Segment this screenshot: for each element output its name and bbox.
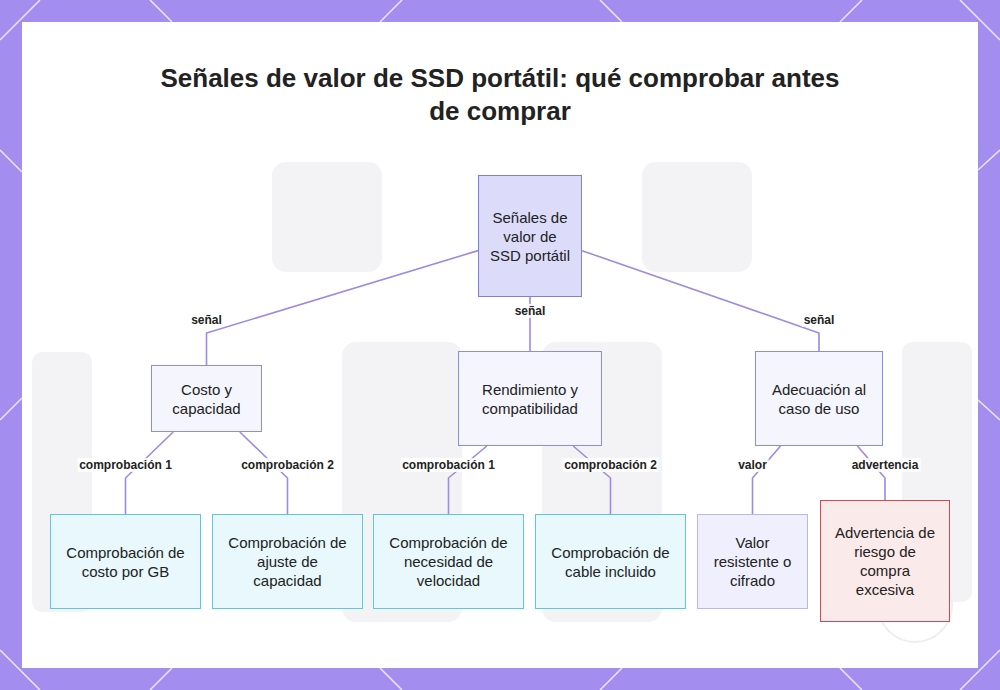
root-box: Señales de valor de SSD portátil: [478, 175, 582, 297]
edge-label: comprobación 1: [400, 458, 497, 472]
node-text: Comprobación de cable incluido: [544, 543, 677, 581]
edge-label: comprobación 2: [239, 458, 336, 472]
signal-box: Adecuación al caso de uso: [755, 351, 883, 446]
connector-line: [857, 446, 885, 500]
check-box: Comprobación de cable incluido: [535, 514, 686, 609]
node-text: Comprobación de costo por GB: [59, 543, 192, 581]
connector-line: [207, 251, 479, 365]
edge-label: señal: [802, 313, 837, 327]
node-text: Comprobación de necesidad de velocidad: [382, 533, 515, 590]
node-text: Advertencia de riesgo de compra excesiva: [829, 523, 941, 599]
node-text: Señales de valor de SSD portátil: [487, 208, 573, 265]
node-text: Valor resistente o cifrado: [706, 533, 799, 590]
edge-label: señal: [189, 313, 224, 327]
edge-label: comprobación 2: [562, 458, 659, 472]
edge-label: comprobación 1: [77, 458, 174, 472]
node-text: Adecuación al caso de uso: [764, 380, 874, 418]
faded-shapes: [32, 162, 972, 622]
value-box: Valor resistente o cifrado: [697, 514, 808, 609]
connector-line: [573, 446, 610, 514]
connector-line: [753, 446, 781, 514]
connector-line: [582, 251, 819, 351]
node-text: Comprobación de ajuste de capacidad: [221, 533, 354, 590]
diagram-title: Señales de valor de SSD portátil: qué co…: [150, 62, 850, 128]
connector-line: [126, 432, 174, 514]
edge-label: advertencia: [850, 458, 921, 472]
check-box: Comprobación de necesidad de velocidad: [373, 514, 524, 609]
signal-box: Rendimiento y compatibilidad: [458, 351, 602, 446]
connector-line: [449, 446, 487, 514]
connector-line: [240, 432, 288, 514]
edge-label: valor: [736, 458, 769, 472]
node-text: Costo y capacidad: [160, 380, 253, 418]
check-box: Comprobación de costo por GB: [50, 514, 201, 609]
warning-box: Advertencia de riesgo de compra excesiva: [820, 500, 950, 622]
signal-box: Costo y capacidad: [151, 365, 262, 432]
node-text: Rendimiento y compatibilidad: [467, 380, 593, 418]
check-box: Comprobación de ajuste de capacidad: [212, 514, 363, 609]
edge-label: señal: [513, 304, 548, 318]
